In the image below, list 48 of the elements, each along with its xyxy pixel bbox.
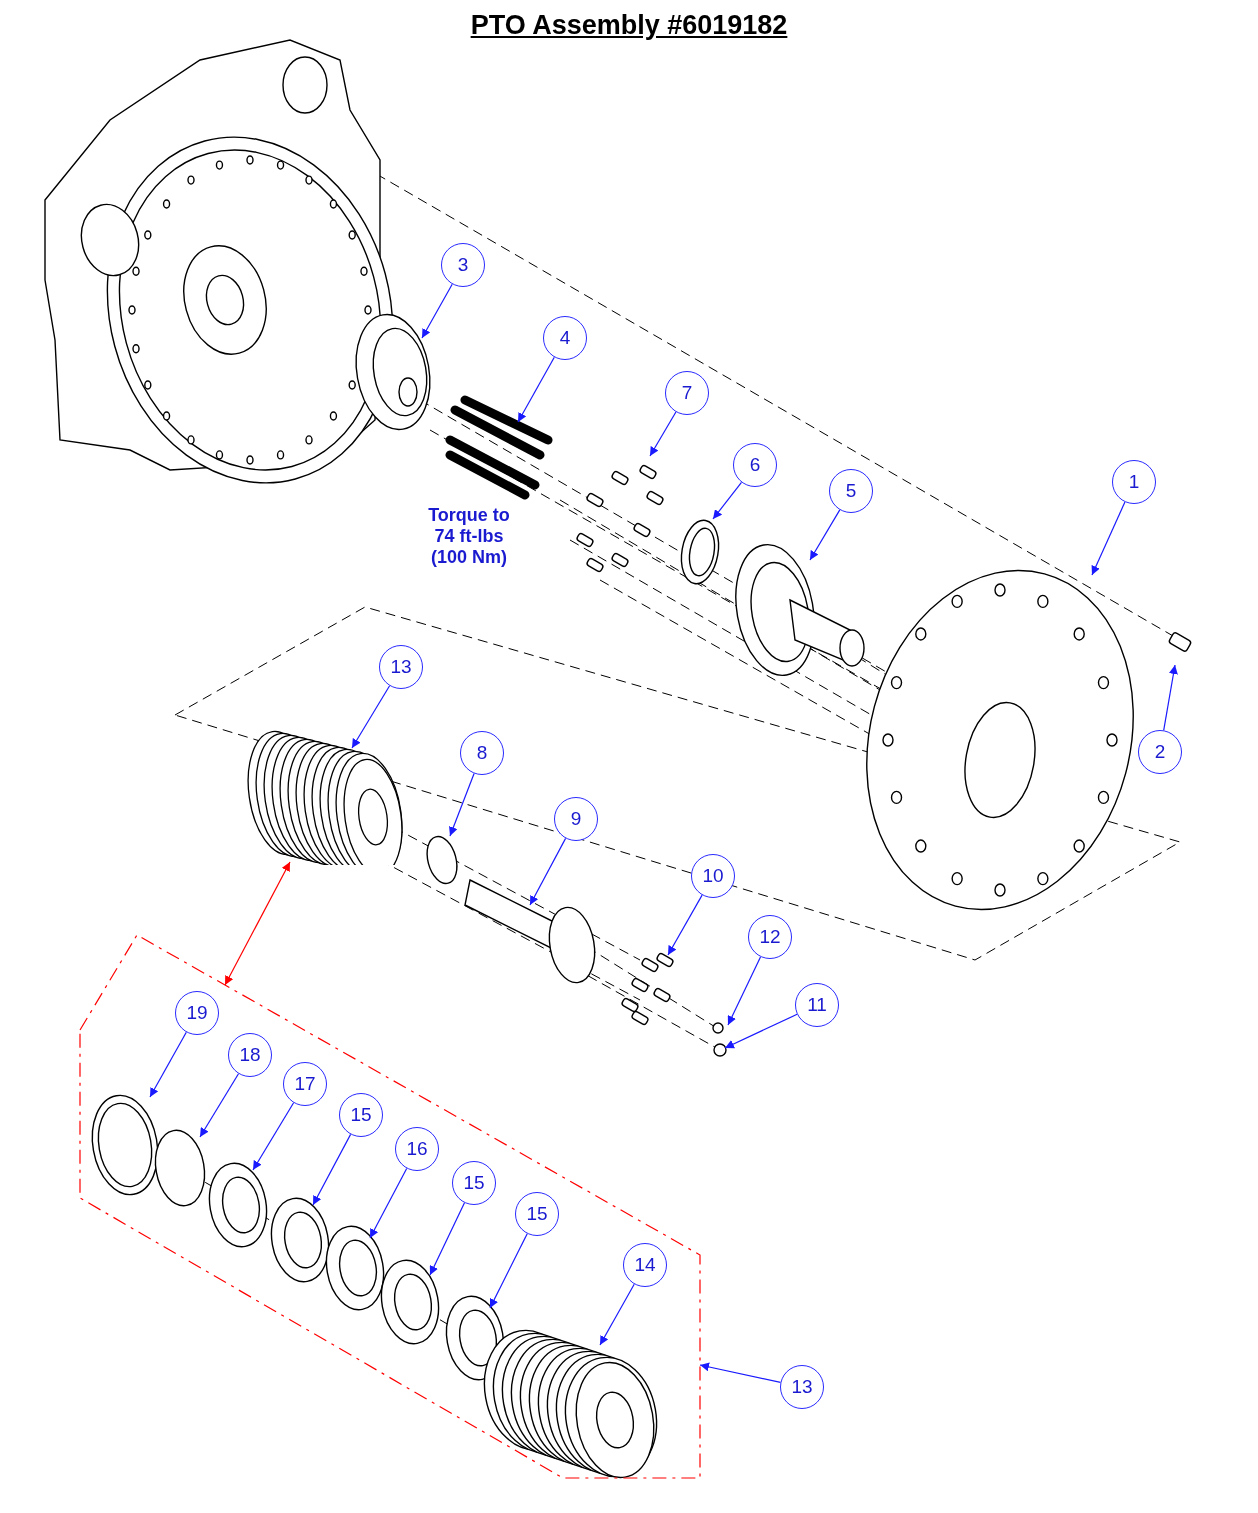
leader-line <box>1163 664 1178 731</box>
leader-line <box>727 956 762 1026</box>
leader-line <box>667 894 703 956</box>
callout-number: 18 <box>228 1033 272 1077</box>
leader-line <box>724 1013 798 1049</box>
callout-number: 17 <box>283 1062 327 1106</box>
callout-number: 12 <box>748 915 792 959</box>
leader-line <box>369 1167 408 1239</box>
callout-number: 13 <box>379 645 423 689</box>
title: PTO Assembly #6019182 <box>470 10 788 40</box>
leader-line <box>149 1031 187 1098</box>
callout-number: 1 <box>1112 460 1156 504</box>
leader-line <box>312 1133 352 1206</box>
torque-note: Torque to 74 ft-lbs (100 Nm) <box>427 505 511 568</box>
callout-number: 4 <box>543 316 587 360</box>
callout-number: 19 <box>175 991 219 1035</box>
leader-line <box>529 837 567 906</box>
leader-line <box>517 356 555 423</box>
callout-number: 10 <box>691 854 735 898</box>
subassembly-outline <box>78 933 703 1481</box>
leader-line <box>252 1102 295 1171</box>
arrow <box>224 861 291 986</box>
leader-line <box>199 1073 240 1138</box>
leader-line <box>699 1362 782 1383</box>
callout-number: 6 <box>733 443 777 487</box>
callout-number: 7 <box>665 371 709 415</box>
callout-number: 11 <box>795 983 839 1027</box>
leader-line <box>421 283 453 339</box>
callout-number: 3 <box>441 243 485 287</box>
leader-line <box>649 411 677 457</box>
callout-number: 15 <box>339 1093 383 1137</box>
callout-number: 5 <box>829 469 873 513</box>
callout-number: 15 <box>515 1192 559 1236</box>
callout-number: 13 <box>780 1365 824 1409</box>
leader-line <box>599 1283 635 1346</box>
callout-number: 2 <box>1138 730 1182 774</box>
leader-line <box>449 772 475 837</box>
callout-number: 8 <box>460 731 504 775</box>
callout-number: 16 <box>395 1127 439 1171</box>
leader-line <box>1091 501 1126 576</box>
callout-number: 15 <box>452 1161 496 1205</box>
callout-number: 14 <box>623 1243 667 1287</box>
callout-number: 9 <box>554 797 598 841</box>
leader-line <box>351 685 391 749</box>
leader-line <box>809 509 841 561</box>
leader-line <box>712 481 743 520</box>
leader-line <box>429 1202 466 1276</box>
leader-line <box>489 1233 528 1309</box>
